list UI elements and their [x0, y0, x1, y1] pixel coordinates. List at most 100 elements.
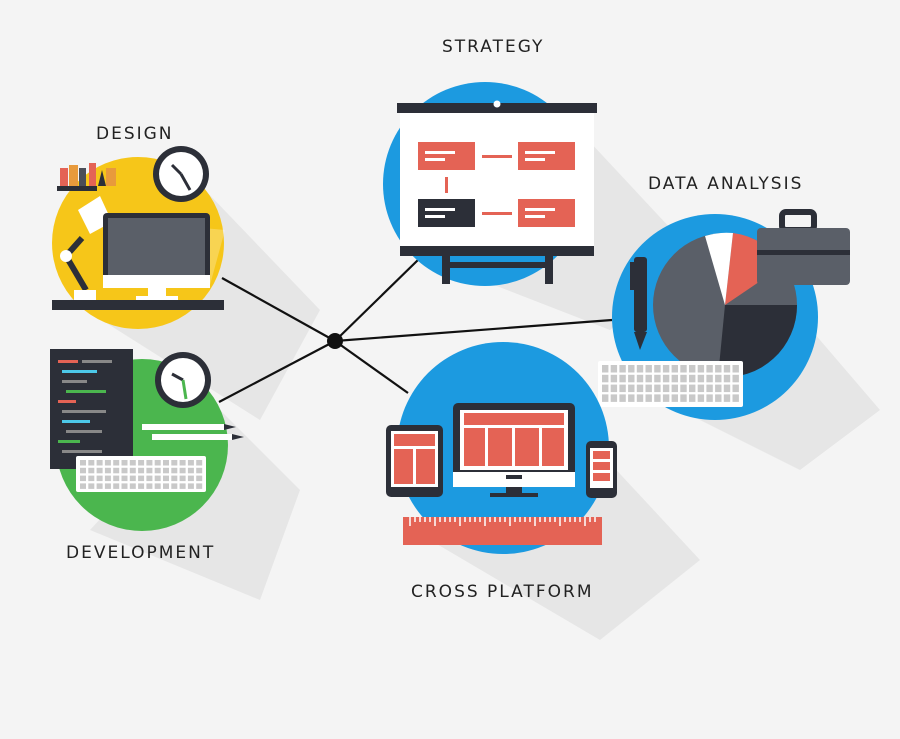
keyboard-key: [80, 483, 86, 489]
keyboard-key: [146, 460, 153, 466]
keyboard-key: [662, 374, 670, 383]
clock-icon: [155, 352, 211, 408]
keyboard-key: [723, 365, 731, 373]
keyboard-key: [645, 384, 652, 393]
tablet-icon: [386, 425, 443, 497]
keyboard-key: [179, 460, 186, 466]
keyboard-key: [171, 460, 178, 466]
keyboard-key: [138, 460, 145, 466]
keyboard-key: [88, 467, 95, 474]
keyboard-key: [163, 483, 169, 489]
keyboard-key: [654, 384, 661, 393]
keyboard-key: [671, 365, 678, 373]
keyboard-key: [104, 483, 111, 489]
keyboard-key: [146, 467, 153, 474]
shelf-icon: [52, 300, 224, 310]
keyboard-key: [179, 483, 186, 489]
keyboard-key: [104, 467, 111, 474]
keyboard-key: [602, 384, 609, 393]
data-analysis-node: [598, 209, 850, 420]
keyboard-key: [154, 475, 161, 482]
keyboard-key: [163, 475, 169, 482]
keyboard-key: [715, 394, 722, 402]
keyboard-key: [628, 384, 635, 393]
keyboard-key: [88, 483, 95, 489]
keyboard-key: [146, 483, 153, 489]
design-label: DESIGN: [96, 124, 174, 144]
keyboard-key: [602, 365, 609, 373]
keyboard-key: [154, 467, 161, 474]
development-node: [50, 349, 244, 531]
keyboard-key: [662, 365, 670, 373]
keyboard-key: [619, 374, 626, 383]
keyboard-key: [610, 374, 618, 383]
keyboard-key: [129, 467, 136, 474]
keyboard-key: [732, 384, 739, 393]
keyboard-key: [706, 394, 713, 402]
keyboard-key: [715, 384, 722, 393]
keyboard-key: [146, 475, 153, 482]
keyboard-key: [662, 384, 670, 393]
keyboard-key: [645, 374, 652, 383]
keyboard-key: [129, 475, 136, 482]
keyboard-key: [187, 475, 194, 482]
keyboard-key: [654, 365, 661, 373]
keyboard-key: [129, 460, 136, 466]
cross-platform-node: [386, 342, 617, 554]
keyboard-key: [80, 475, 86, 482]
keyboard-key: [187, 483, 194, 489]
keyboard-key: [610, 384, 618, 393]
phone-icon: [586, 441, 617, 498]
keyboard-key: [628, 394, 635, 402]
flowchart-icon: [418, 142, 575, 227]
books-icon: [57, 163, 116, 191]
keyboard-key: [196, 467, 203, 474]
keyboard-key: [179, 467, 186, 474]
keyboard-key: [732, 365, 739, 373]
keyboard-key: [680, 384, 687, 393]
keyboard-key: [96, 467, 103, 474]
pen-icon: [630, 257, 647, 350]
keyboard-key: [619, 365, 626, 373]
keyboard-key: [187, 467, 194, 474]
keyboard-key: [689, 394, 696, 402]
keyboard-key: [104, 460, 111, 466]
keyboard-key: [680, 365, 687, 373]
keyboard-key: [602, 374, 609, 383]
keyboard-key: [113, 483, 120, 489]
briefcase-icon: [757, 209, 850, 285]
keyboard-key: [654, 394, 661, 402]
keyboard-key: [697, 365, 705, 373]
keyboard-key: [113, 475, 120, 482]
keyboard-key: [88, 460, 95, 466]
keyboard-key: [154, 460, 161, 466]
keyboard-key: [129, 483, 136, 489]
data-analysis-label: DATA ANALYSIS: [648, 174, 804, 194]
keyboard-key: [138, 467, 145, 474]
keyboard-key: [723, 384, 731, 393]
keyboard-key: [680, 374, 687, 383]
keyboard-key: [706, 384, 713, 393]
strategy-label: STRATEGY: [442, 37, 545, 57]
keyboard-key: [610, 365, 618, 373]
keyboard-key: [96, 483, 103, 489]
keyboard-key: [121, 483, 128, 489]
keyboard-key: [154, 483, 161, 489]
keyboard-key: [706, 374, 713, 383]
strategy-node: [383, 82, 597, 286]
keyboard-key: [723, 394, 731, 402]
connector-lines: [218, 257, 613, 403]
keyboard-key: [715, 365, 722, 373]
code-editor-icon: [50, 349, 133, 469]
keyboard-key: [602, 394, 609, 402]
keyboard-key: [610, 394, 618, 402]
keyboard-key: [121, 467, 128, 474]
keyboard-key: [697, 374, 705, 383]
keyboard-key: [163, 460, 169, 466]
monitor-icon: [74, 213, 210, 300]
ruler-icon: [403, 517, 602, 545]
keyboard-key: [715, 374, 722, 383]
keyboard-key: [179, 475, 186, 482]
